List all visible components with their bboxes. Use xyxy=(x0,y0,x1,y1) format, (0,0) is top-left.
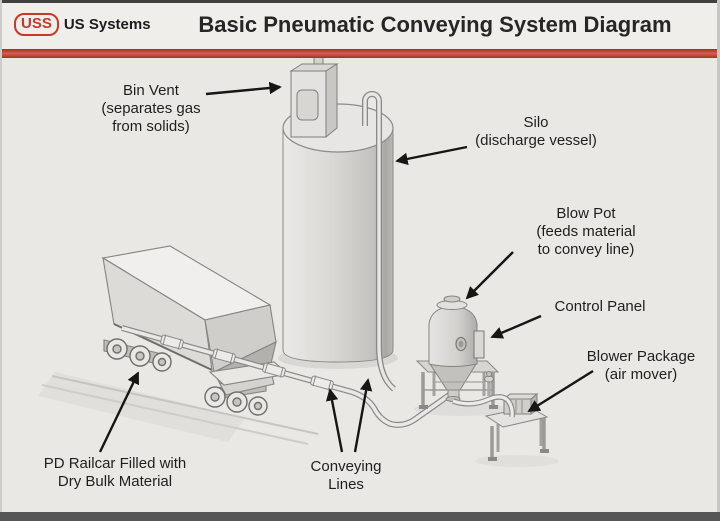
label-control-panel: Control Panel xyxy=(554,298,646,315)
label-blower-package: Blower Package (air mover) xyxy=(586,348,696,383)
arrow-blow-pot xyxy=(465,251,514,300)
top-edge xyxy=(0,0,720,3)
label-bin-vent: Bin Vent (separates gas from solids) xyxy=(101,82,201,135)
label-silo: Silo (discharge vessel) xyxy=(475,114,597,149)
label-blow-pot: Blow Pot (feeds material to convey line) xyxy=(536,205,636,258)
label-conveying-lines: Conveying Lines xyxy=(310,458,382,493)
arrow-silo xyxy=(395,145,468,166)
page-title: Basic Pneumatic Conveying System Diagram xyxy=(198,11,672,37)
arrow-control-panel xyxy=(490,314,542,339)
control-panel-box xyxy=(473,330,485,359)
header-divider xyxy=(0,49,720,58)
right-edge xyxy=(717,0,720,521)
bin-vent xyxy=(289,55,339,139)
uss-logo-badge: USS xyxy=(14,13,59,36)
silo-riser-pipe xyxy=(362,91,397,392)
header: USS US Systems Basic Pneumatic Conveying… xyxy=(0,0,720,49)
uss-logo-text: US Systems xyxy=(63,16,151,33)
label-pd-railcar: PD Railcar Filled with Dry Bulk Material xyxy=(43,455,187,490)
left-edge xyxy=(0,0,2,521)
arrow-blower-package xyxy=(527,369,594,413)
arrow-pd-railcar xyxy=(98,371,140,453)
arrow-bin-vent xyxy=(205,81,282,96)
uss-logo: USS US Systems xyxy=(0,13,164,36)
railcar-wheels xyxy=(106,338,268,416)
arrow-conveying-right xyxy=(353,378,373,453)
pipe-couplings xyxy=(160,334,334,391)
blower-package xyxy=(452,371,549,461)
arrow-conveying-left xyxy=(325,388,344,453)
conveying-line xyxy=(121,325,457,428)
bottom-band xyxy=(0,512,720,521)
blow-pot xyxy=(415,295,500,409)
